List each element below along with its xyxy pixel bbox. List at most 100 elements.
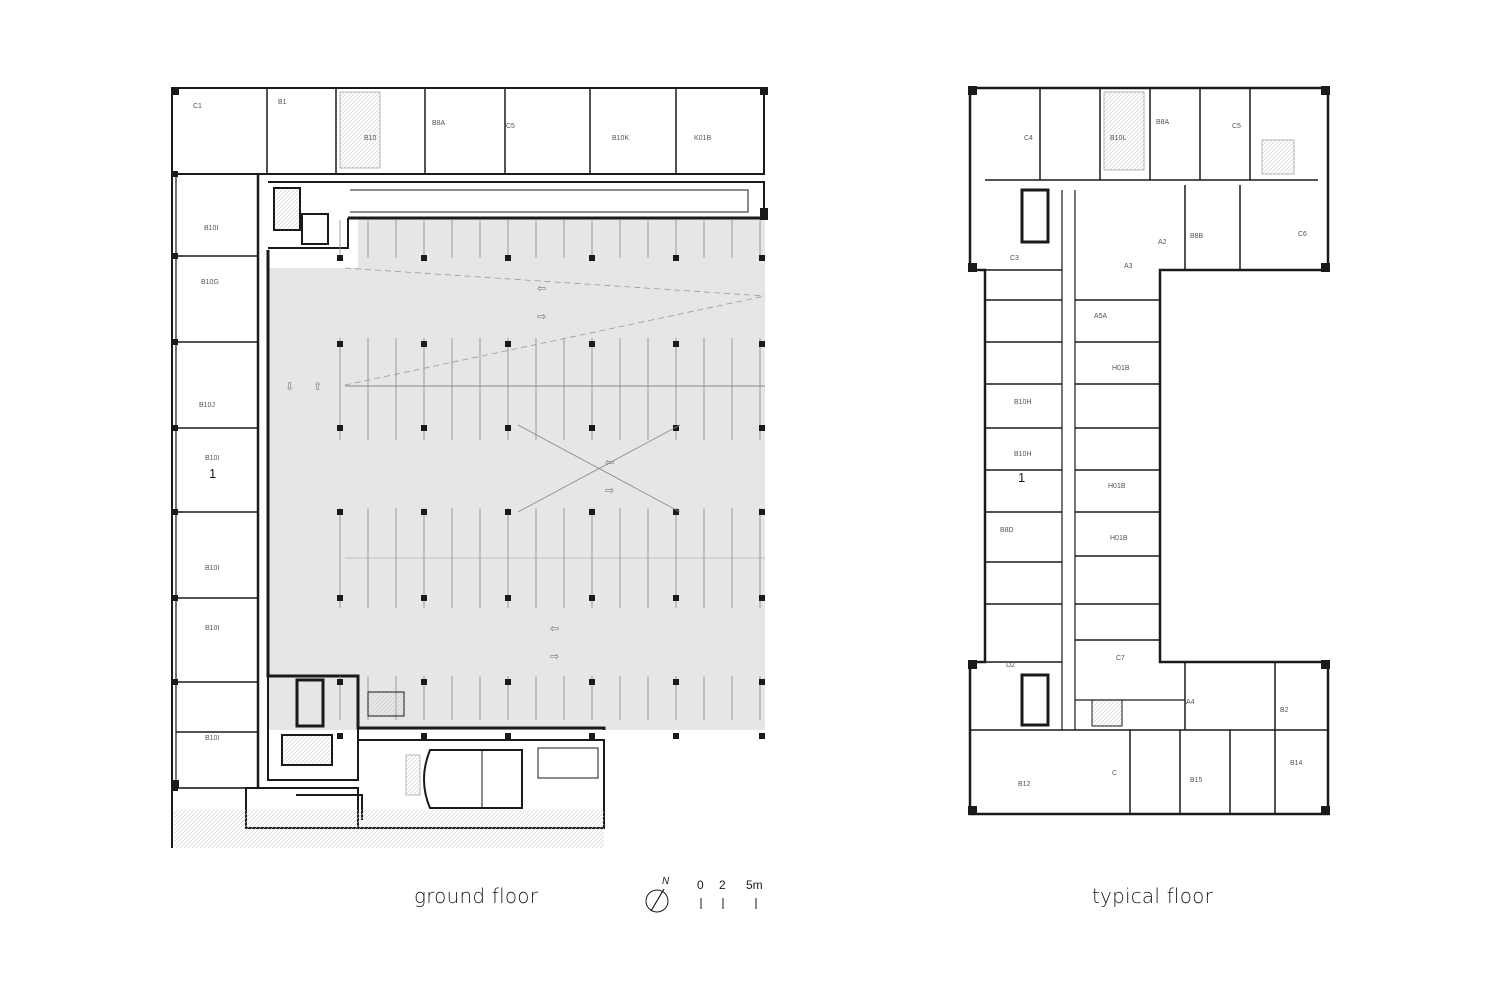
parking-column bbox=[337, 341, 343, 347]
ground-north-unit-label: B10 bbox=[364, 135, 377, 142]
ground-west-unit-label: B10I bbox=[205, 565, 219, 572]
parking-column bbox=[673, 341, 679, 347]
typical-unit-label: A5A bbox=[1094, 313, 1108, 320]
parking-column bbox=[421, 255, 427, 261]
typical-north-unit-label: B10L bbox=[1110, 135, 1126, 142]
ground-north-unit-label: K01B bbox=[694, 135, 711, 142]
ground-floor-caption: ground floor bbox=[414, 884, 539, 908]
parking-column bbox=[589, 425, 595, 431]
parking-column bbox=[759, 733, 765, 739]
parking-column bbox=[759, 509, 765, 515]
typical-unit-label: B12 bbox=[1018, 781, 1031, 788]
parking-column bbox=[505, 679, 511, 685]
parking-column bbox=[505, 341, 511, 347]
ground-north-unit-label: B1 bbox=[278, 99, 287, 106]
ground-west-unit-label: B10I bbox=[205, 735, 219, 742]
garage-area bbox=[268, 218, 765, 730]
svg-text:⇩: ⇩ bbox=[285, 380, 294, 393]
parking-column bbox=[505, 425, 511, 431]
parking-column bbox=[589, 509, 595, 515]
parking-column bbox=[337, 733, 343, 739]
parking-column bbox=[589, 679, 595, 685]
typical-unit-label: A4 bbox=[1186, 699, 1195, 706]
parking-column bbox=[759, 255, 765, 261]
parking-column bbox=[759, 595, 765, 601]
typical-unit-label: C7 bbox=[1116, 655, 1125, 662]
parking-column bbox=[505, 509, 511, 515]
svg-text:⇦: ⇦ bbox=[550, 622, 559, 635]
parking-column bbox=[759, 679, 765, 685]
svg-text:⇦: ⇦ bbox=[537, 282, 546, 295]
ground-west-unit-label: B10I bbox=[205, 455, 219, 462]
ground-west-unit-label: B10I bbox=[204, 225, 218, 232]
parking-column bbox=[589, 595, 595, 601]
parking-column bbox=[505, 255, 511, 261]
typical-east-unit-label: B8B bbox=[1190, 233, 1204, 240]
parking-column bbox=[673, 595, 679, 601]
svg-text:⇦: ⇦ bbox=[605, 456, 614, 469]
parking-column bbox=[673, 509, 679, 515]
ground-north-unit-label: B8A bbox=[432, 120, 446, 127]
svg-text:⇨: ⇨ bbox=[605, 484, 614, 497]
ground-west-unit-label: B10G bbox=[201, 279, 219, 286]
parking-column bbox=[759, 341, 765, 347]
parking-column bbox=[337, 509, 343, 515]
typical-unit-label: A3 bbox=[1124, 263, 1133, 270]
parking-column bbox=[421, 595, 427, 601]
typical-unit-label: D2 bbox=[1006, 662, 1015, 669]
parking-column bbox=[589, 341, 595, 347]
north-label: N bbox=[662, 876, 670, 887]
typical-east-unit-label: C6 bbox=[1298, 231, 1307, 238]
ground-west-unit-label: B10I bbox=[205, 625, 219, 632]
scale-label-2: 2 bbox=[719, 878, 726, 892]
facade-column bbox=[172, 595, 178, 601]
parking-column bbox=[589, 255, 595, 261]
parking-column bbox=[673, 733, 679, 739]
parking-column bbox=[337, 425, 343, 431]
scale-bar bbox=[700, 898, 757, 909]
parking-column bbox=[421, 509, 427, 515]
parking-column bbox=[337, 595, 343, 601]
typical-east-unit-label: A2 bbox=[1158, 239, 1167, 246]
parking-column bbox=[759, 425, 765, 431]
north-arrow bbox=[645, 888, 669, 913]
facade-column bbox=[172, 171, 178, 177]
typical-unit-label: C3 bbox=[1010, 255, 1019, 262]
parking-column bbox=[505, 595, 511, 601]
typical-north-unit-label: C4 bbox=[1024, 135, 1033, 142]
facade-column bbox=[172, 253, 178, 259]
parking-column bbox=[673, 679, 679, 685]
facade-column bbox=[172, 425, 178, 431]
typical-unit-label: H01B bbox=[1110, 535, 1128, 542]
typical-unit-label: B14 bbox=[1290, 760, 1303, 767]
parking-column bbox=[421, 679, 427, 685]
svg-text:⇧: ⇧ bbox=[313, 380, 322, 393]
typical-north-unit-label: C5 bbox=[1232, 123, 1241, 130]
ground-stair-tag: 1 bbox=[209, 466, 216, 481]
parking-column bbox=[505, 733, 511, 739]
typical-unit-label: B10H bbox=[1014, 451, 1032, 458]
ground-floor-plan: ⇦⇨ ⇩⇧ ⇦⇨ ⇦⇨ bbox=[171, 87, 768, 848]
ground-north-unit-label: C5 bbox=[506, 123, 515, 130]
parking-column bbox=[673, 255, 679, 261]
facade-column bbox=[172, 339, 178, 345]
ground-north-unit-label: B10K bbox=[612, 135, 629, 142]
parking-column bbox=[589, 733, 595, 739]
parking-column bbox=[421, 733, 427, 739]
facade-column bbox=[172, 679, 178, 685]
typical-floor-caption: typical floor bbox=[1092, 884, 1213, 908]
parking-column bbox=[421, 425, 427, 431]
typical-unit-label: H01B bbox=[1108, 483, 1126, 490]
typical-stair-tag: 1 bbox=[1018, 470, 1025, 485]
typical-unit-label: C bbox=[1112, 770, 1117, 777]
parking-column bbox=[337, 255, 343, 261]
typical-unit-label: B8D bbox=[1000, 527, 1014, 534]
scale-label-5m: 5m bbox=[746, 878, 763, 892]
parking-column bbox=[673, 425, 679, 431]
facade-column bbox=[172, 509, 178, 515]
typical-unit-label: B10H bbox=[1014, 399, 1032, 406]
parking-column bbox=[337, 679, 343, 685]
typical-unit-label: H01B bbox=[1112, 365, 1130, 372]
